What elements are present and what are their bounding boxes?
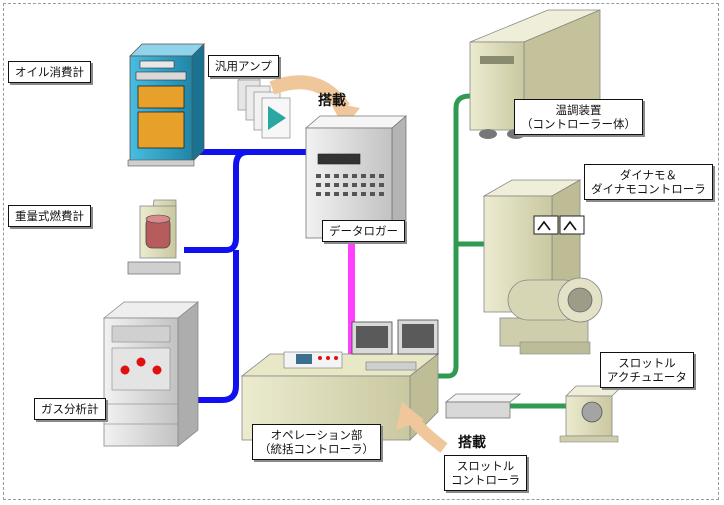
throttle-actuator-label-line2: アクチュエータ [607,370,687,384]
gas-analyzer-label: ガス分析計 [34,398,106,420]
dynamo-label: ダイナモ＆ ダイナモコントローラ [584,164,713,200]
mount-arrow-top [269,75,360,128]
gravimetric-meter-device [127,199,181,275]
mount-bottom-label: 搭載 [458,435,486,451]
data-logger-label: データロガー [322,220,405,242]
throttle-controller-device [444,393,522,419]
operation-unit-label-line1: オペレーション部 [270,428,363,442]
amp-label-text: 汎用アンプ [215,59,272,73]
dynamo-label-line1: ダイナモ＆ [619,168,678,182]
throttle-actuator-device [559,385,623,443]
gravimetric-meter-label: 重量式燃費計 [8,205,91,227]
blue-bus-lines [184,149,312,403]
mount-top-label: 搭載 [318,93,346,109]
throttle-controller-label: スロットル コントローラ [444,455,527,491]
data-logger-label-text: データロガー [329,224,398,238]
mount-arrow-bottom [396,402,448,453]
oil-meter-label-text: オイル消費計 [15,65,84,79]
green-link-lines [438,93,570,409]
temp-control-label-line2: （コントローラー体） [521,117,636,131]
throttle-controller-label-line1: スロットル [456,459,515,473]
operation-unit-label: オペレーション部 （統括コントローラ） [252,424,381,460]
throttle-controller-label-line2: コントローラ [451,473,520,487]
dynamo-label-line2: ダイナモコントローラ [591,182,706,196]
amp-label: 汎用アンプ [208,55,279,77]
gravimetric-meter-label-text: 重量式燃費計 [15,209,84,223]
operation-unit-label-line2: （統括コントローラ） [259,442,374,456]
throttle-actuator-label-line1: スロットル [618,356,676,370]
temp-control-label-line1: 温調装置 [555,103,602,117]
throttle-actuator-label: スロットル アクチュエータ [600,352,694,388]
oil-meter-device [127,43,205,167]
dynamo-device [482,179,603,355]
temp-control-label: 温調装置 （コントローラー体） [514,99,643,135]
dashed-border [3,3,719,500]
oil-meter-label: オイル消費計 [8,61,91,83]
magenta-link [348,240,355,362]
gas-analyzer-label-text: ガス分析計 [41,402,99,416]
gas-analyzer-device [102,301,200,447]
